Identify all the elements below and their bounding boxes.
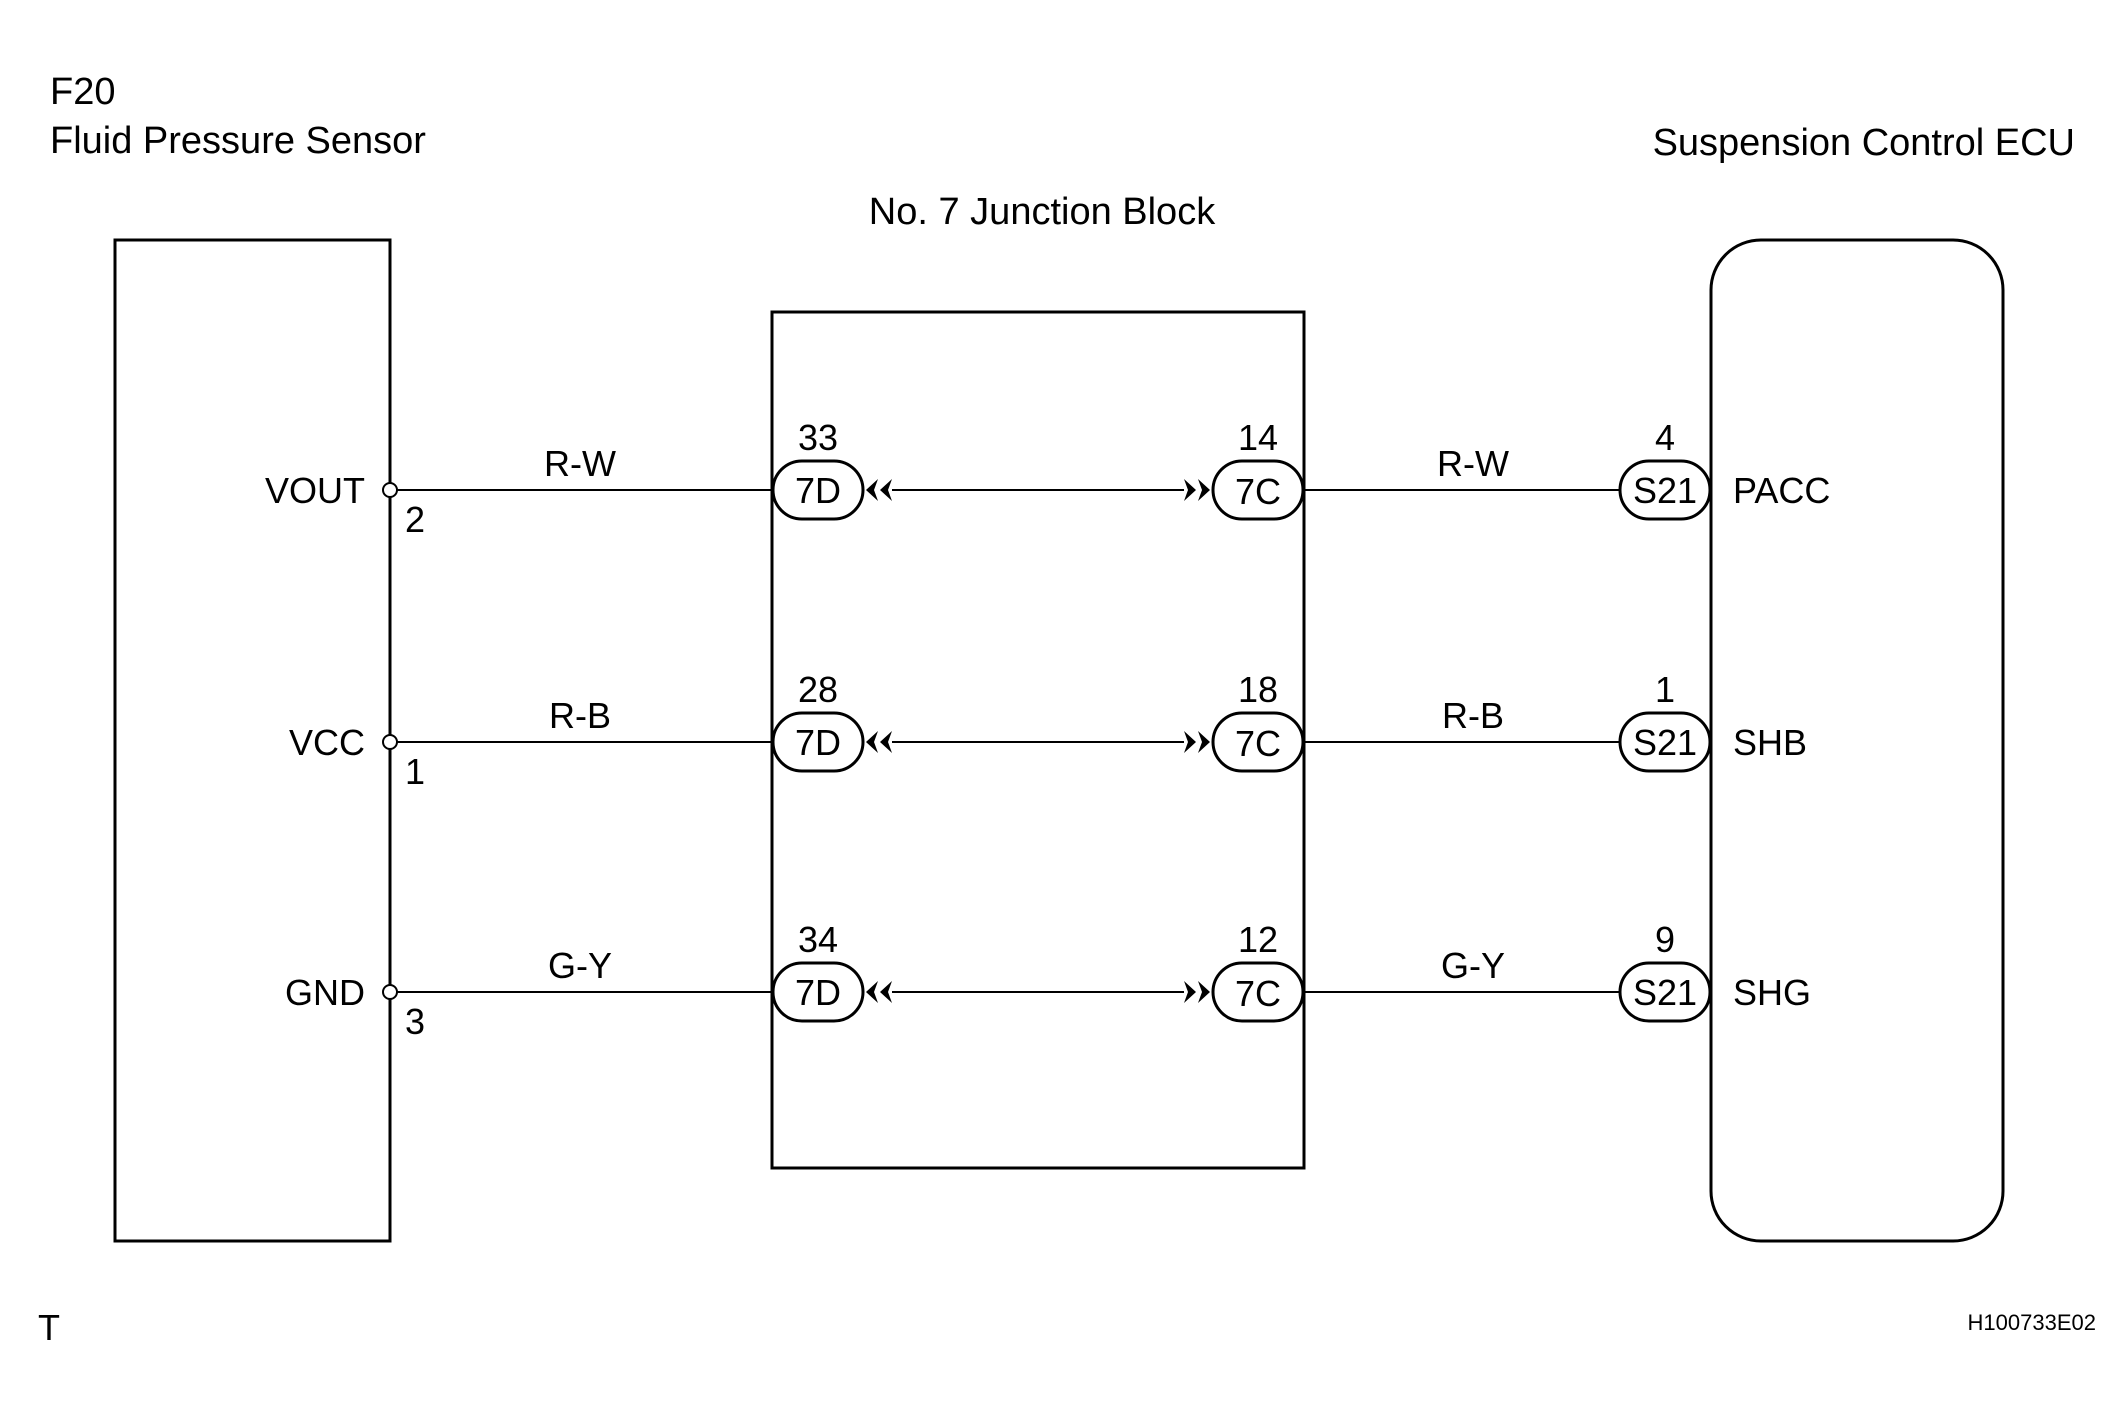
wire-color-right: G-Y (1441, 945, 1505, 986)
wire-color-left: R-W (544, 443, 616, 484)
ecu-terminal-label: SHG (1733, 972, 1811, 1013)
ecu-pin-number: 4 (1655, 417, 1675, 458)
sensor-signal-label: GND (285, 972, 365, 1013)
ecu-connector (1618, 711, 1712, 773)
connector-chevron-right-icon (1184, 479, 1210, 501)
ecu-connector-label: S21 (1633, 722, 1697, 763)
ecu-connector-label: S21 (1633, 470, 1697, 511)
jb-input-connector-label: 7D (795, 972, 841, 1013)
jb-input-pin-number: 33 (798, 417, 838, 458)
ecu-terminal-label: SHB (1733, 722, 1807, 763)
wire-color-right: R-W (1437, 443, 1509, 484)
figure-id: H100733E02 (1968, 1310, 2096, 1335)
wire-color-right: R-B (1442, 695, 1504, 736)
jb-input-connector-label: 7D (795, 470, 841, 511)
sensor-terminal (382, 482, 398, 498)
ecu-connector-label: S21 (1633, 972, 1697, 1013)
ecu-name: Suspension Control ECU (1653, 122, 2075, 164)
jb-output-connector (1211, 961, 1305, 1023)
ecu-pin-number: 9 (1655, 919, 1675, 960)
jb-output-connector (1211, 459, 1305, 521)
ecu-pin-number: 1 (1655, 669, 1675, 710)
junction-block-name: No. 7 Junction Block (869, 191, 1216, 233)
jb-input-connector (771, 711, 865, 773)
jb-output-pin-number: 14 (1238, 417, 1278, 458)
connector-chevron-right-icon (1184, 731, 1210, 753)
jb-output-connector-label: 7C (1235, 471, 1281, 512)
jb-output-pin-number: 18 (1238, 669, 1278, 710)
jb-input-connector-label: 7D (795, 722, 841, 763)
sensor-name: Fluid Pressure Sensor (50, 120, 426, 162)
jb-output-pin-number: 12 (1238, 919, 1278, 960)
jb-output-connector-label: 7C (1235, 973, 1281, 1014)
wire-color-left: G-Y (548, 945, 612, 986)
wire-color-left: R-B (549, 695, 611, 736)
fluid-pressure-sensor-box (113, 238, 392, 1243)
sensor-code: F20 (50, 71, 115, 113)
circuit-rows: VOUT2R-W7D337C14R-WS214PACCVCC1R-B7D287C… (265, 417, 1830, 1042)
jb-output-connector-label: 7C (1235, 723, 1281, 764)
sensor-terminal (382, 734, 398, 750)
ecu-connector (1618, 961, 1712, 1023)
connector-chevron-left-icon (866, 479, 892, 501)
connector-chevron-right-icon (1184, 981, 1210, 1003)
connector-chevron-left-icon (866, 981, 892, 1003)
jb-output-connector (1211, 711, 1305, 773)
sensor-pin-number: 2 (405, 499, 425, 540)
sensor-signal-label: VCC (289, 722, 365, 763)
sensor-terminal (382, 984, 398, 1000)
sensor-signal-label: VOUT (265, 470, 365, 511)
footer-mark: T (38, 1307, 60, 1348)
jb-input-connector (771, 459, 865, 521)
jb-input-pin-number: 34 (798, 919, 838, 960)
jb-input-connector (771, 961, 865, 1023)
sensor-pin-number: 3 (405, 1001, 425, 1042)
sensor-pin-number: 1 (405, 751, 425, 792)
connector-chevron-left-icon (866, 731, 892, 753)
ecu-terminal-label: PACC (1733, 470, 1830, 511)
ecu-connector (1618, 459, 1712, 521)
jb-input-pin-number: 28 (798, 669, 838, 710)
